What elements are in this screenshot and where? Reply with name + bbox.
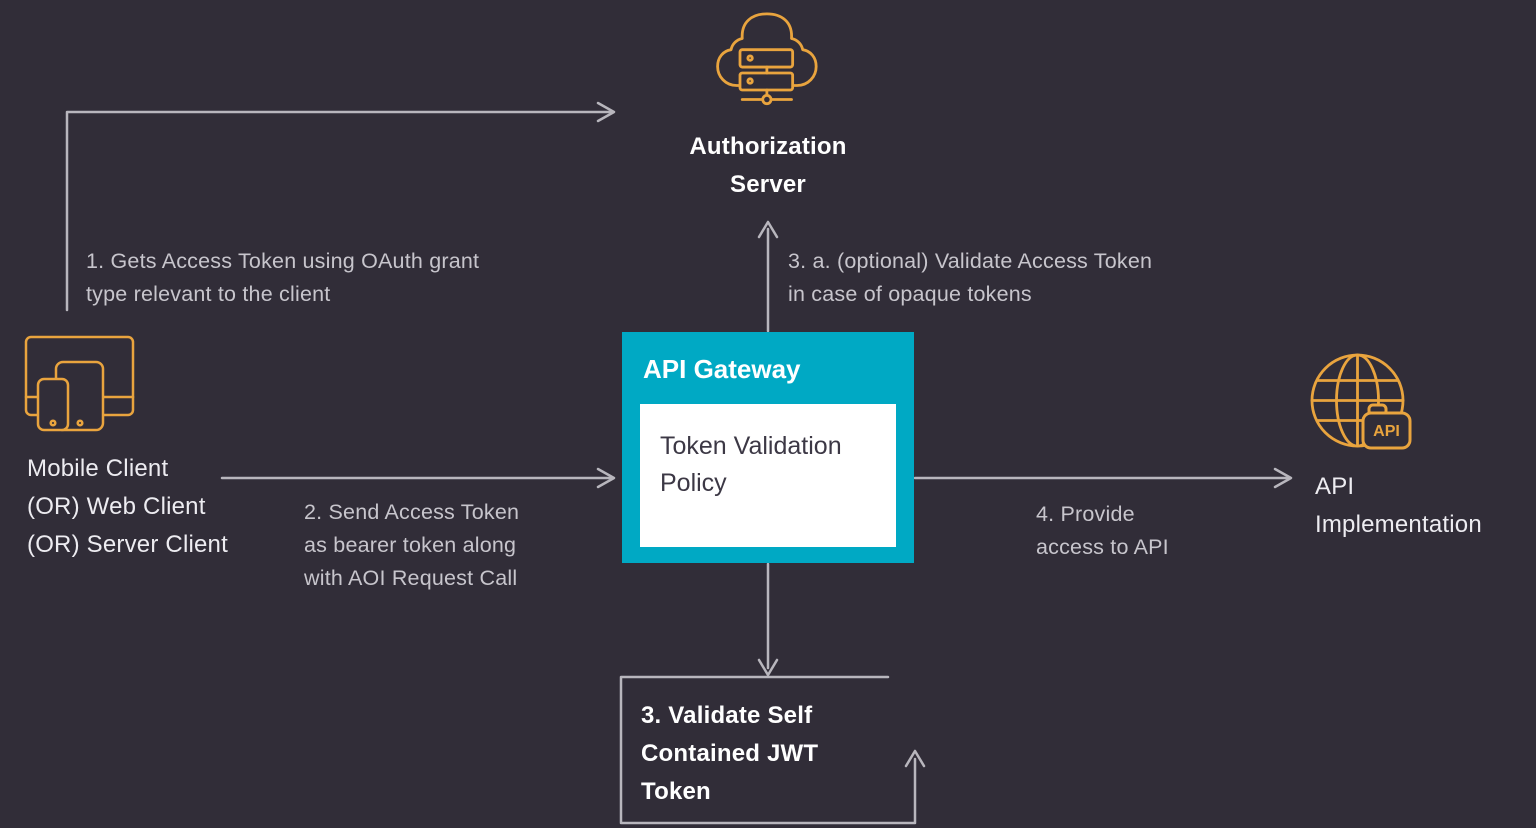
step2-label: 2. Send Access Token as bearer token alo… — [304, 500, 520, 590]
step1-label: 1. Gets Access Token using OAuth grant t… — [86, 249, 480, 306]
jwt-validation-label: 3. Validate Self Contained JWT Token — [641, 702, 819, 805]
step3a-label: 3. a. (optional) Validate Access Token i… — [788, 249, 1153, 306]
api-gateway-title: API Gateway — [643, 354, 801, 384]
client-devices-icon — [24, 335, 135, 432]
globe-api-icon: API — [1310, 353, 1412, 450]
api-implementation-label: API Implementation — [1315, 473, 1482, 538]
api-gateway-box: API Gateway Token Validation Policy — [622, 332, 914, 563]
api-badge — [1361, 411, 1412, 450]
authorization-server-label: Authorization Server — [689, 133, 847, 198]
step4-label: 4. Provide access to API — [1036, 502, 1169, 559]
step1-arrow — [65, 101, 616, 312]
token-validation-policy-label: Token Validation Policy — [660, 432, 842, 497]
jwt-validation-box-outline — [619, 675, 926, 825]
step2-arrow — [220, 467, 616, 489]
client-label: Mobile Client (OR) Web Client (OR) Serve… — [27, 455, 228, 558]
api-badge-label: API — [1373, 423, 1400, 440]
step4-arrow — [913, 467, 1293, 489]
step3a-arrow — [757, 220, 779, 333]
cloud-server-icon — [716, 12, 818, 106]
gateway-to-jwt-arrow — [757, 562, 779, 677]
token-validation-policy-box: Token Validation Policy — [640, 404, 896, 547]
jwt-return-arrowhead — [904, 749, 926, 768]
